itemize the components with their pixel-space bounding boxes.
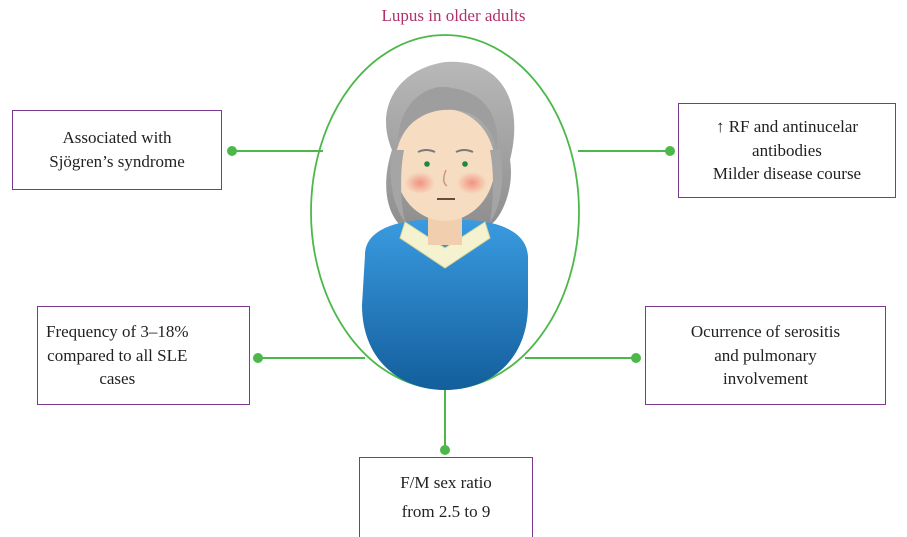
connector-dot-mid-right: [631, 353, 641, 363]
box-serositis-text: Ocurrence of serositis and pulmonary inv…: [690, 321, 841, 389]
box-serositis: Ocurrence of serositis and pulmonary inv…: [645, 306, 886, 405]
connector-dot-top-left: [227, 146, 237, 156]
connector-dot-bottom: [440, 445, 450, 455]
box-sjogren-text: Associated with Sjögren’s syndrome: [49, 128, 185, 171]
diagram-title: Lupus in older adults: [381, 6, 526, 25]
box-antibodies: ↑ RF and antinucelar antibodies Milder d…: [678, 103, 896, 198]
box-sex-ratio-text: F/M sex ratio from 2.5 to 9: [400, 472, 492, 521]
connector-dot-mid-left: [253, 353, 263, 363]
connectors: [227, 146, 675, 455]
connector-dot-top-right: [665, 146, 675, 156]
box-frequency: Frequency of 3–18% compared to all SLE c…: [37, 306, 250, 405]
box-antibodies-text: ↑ RF and antinucelar antibodies Milder d…: [712, 116, 862, 184]
box-frequency-text: Frequency of 3–18% compared to all SLE c…: [46, 321, 189, 389]
box-sex-ratio: F/M sex ratio from 2.5 to 9: [359, 457, 533, 537]
box-sjogren: Associated with Sjögren’s syndrome: [12, 110, 222, 190]
older-woman-illustration: [362, 61, 528, 390]
